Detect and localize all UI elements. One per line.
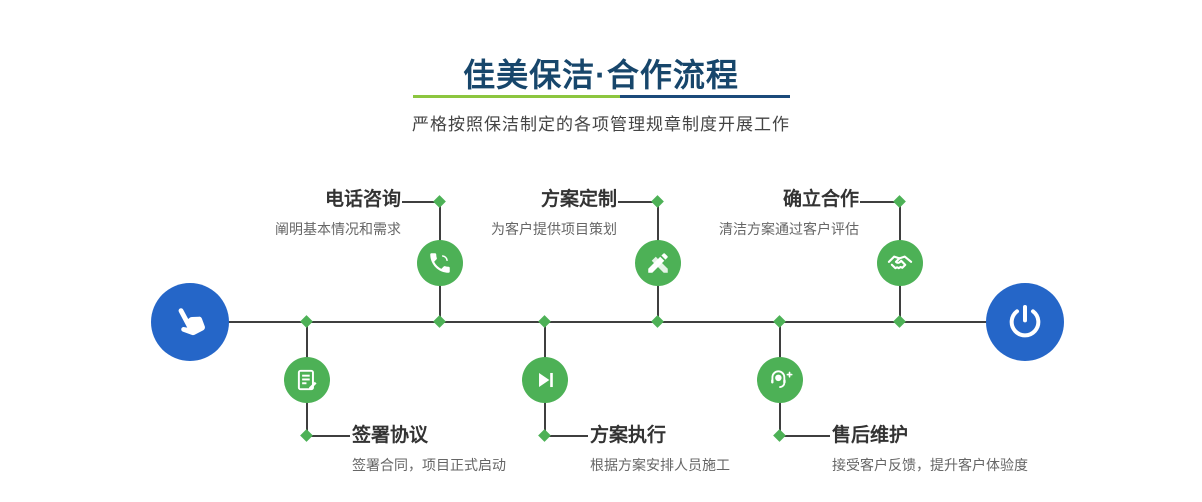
node-diamond [893,195,906,208]
step-title: 方案执行 [590,425,667,446]
step-label-execute: 方案执行 根据方案安排人员施工 [590,424,730,475]
step-label-contract: 签署协议 签署合同，项目正式启动 [352,424,506,475]
page-title: 佳美保洁·合作流程 [463,57,739,93]
hand-pointer-icon [162,294,219,351]
page-subtitle: 严格按照保洁制定的各项管理规章制度开展工作 [412,115,790,134]
node-diamond [538,429,551,442]
timeline-main-line [190,321,1025,323]
step-title: 签署协议 [352,425,429,446]
divider-blue-segment [620,95,790,98]
step-label-support: 售后维护 接受客户反馈，提升客户体验度 [832,424,1028,475]
step-node-design [635,240,681,286]
connector-line [307,435,350,437]
step-title: 售后维护 [832,425,909,446]
node-diamond [433,315,446,328]
connector-line [780,435,830,437]
step-node-contract [284,357,330,403]
node-diamond [773,315,786,328]
contract-sign-icon [294,367,320,393]
step-title: 电话咨询 [324,189,401,210]
step-desc: 签署合同，项目正式启动 [352,457,506,473]
step-node-execute [522,357,568,403]
node-diamond [433,195,446,208]
step-desc: 清洁方案通过客户评估 [719,221,859,237]
node-diamond [651,315,664,328]
step-label-phone: 电话咨询 阐明基本情况和需求 [275,188,401,239]
step-desc: 根据方案安排人员施工 [590,457,730,473]
end-node [986,283,1064,361]
step-title: 确立合作 [782,189,859,210]
node-diamond [538,315,551,328]
node-diamond [893,315,906,328]
connector-line [545,435,588,437]
step-node-support [757,357,803,403]
step-desc: 为客户提供项目策划 [491,221,617,237]
node-diamond [300,429,313,442]
step-node-handshake [877,240,923,286]
node-diamond [773,429,786,442]
connector-line [402,201,440,203]
handshake-icon [886,249,914,277]
node-diamond [300,315,313,328]
step-node-phone [417,240,463,286]
execute-play-icon [532,367,558,393]
connector-line [860,201,900,203]
step-desc: 接受客户反馈，提升客户体验度 [832,457,1028,473]
node-diamond [651,195,664,208]
connector-line [618,201,658,203]
start-node [151,283,229,361]
support-headset-icon [767,367,793,393]
step-title: 方案定制 [540,189,617,210]
title-divider [413,95,790,98]
phone-icon [427,250,453,276]
pen-design-icon [645,250,671,276]
power-icon [1005,302,1045,342]
divider-green-segment [413,95,621,98]
step-label-handshake: 确立合作 清洁方案通过客户评估 [719,188,859,239]
step-label-design: 方案定制 为客户提供项目策划 [491,188,617,239]
step-desc: 阐明基本情况和需求 [275,221,401,237]
